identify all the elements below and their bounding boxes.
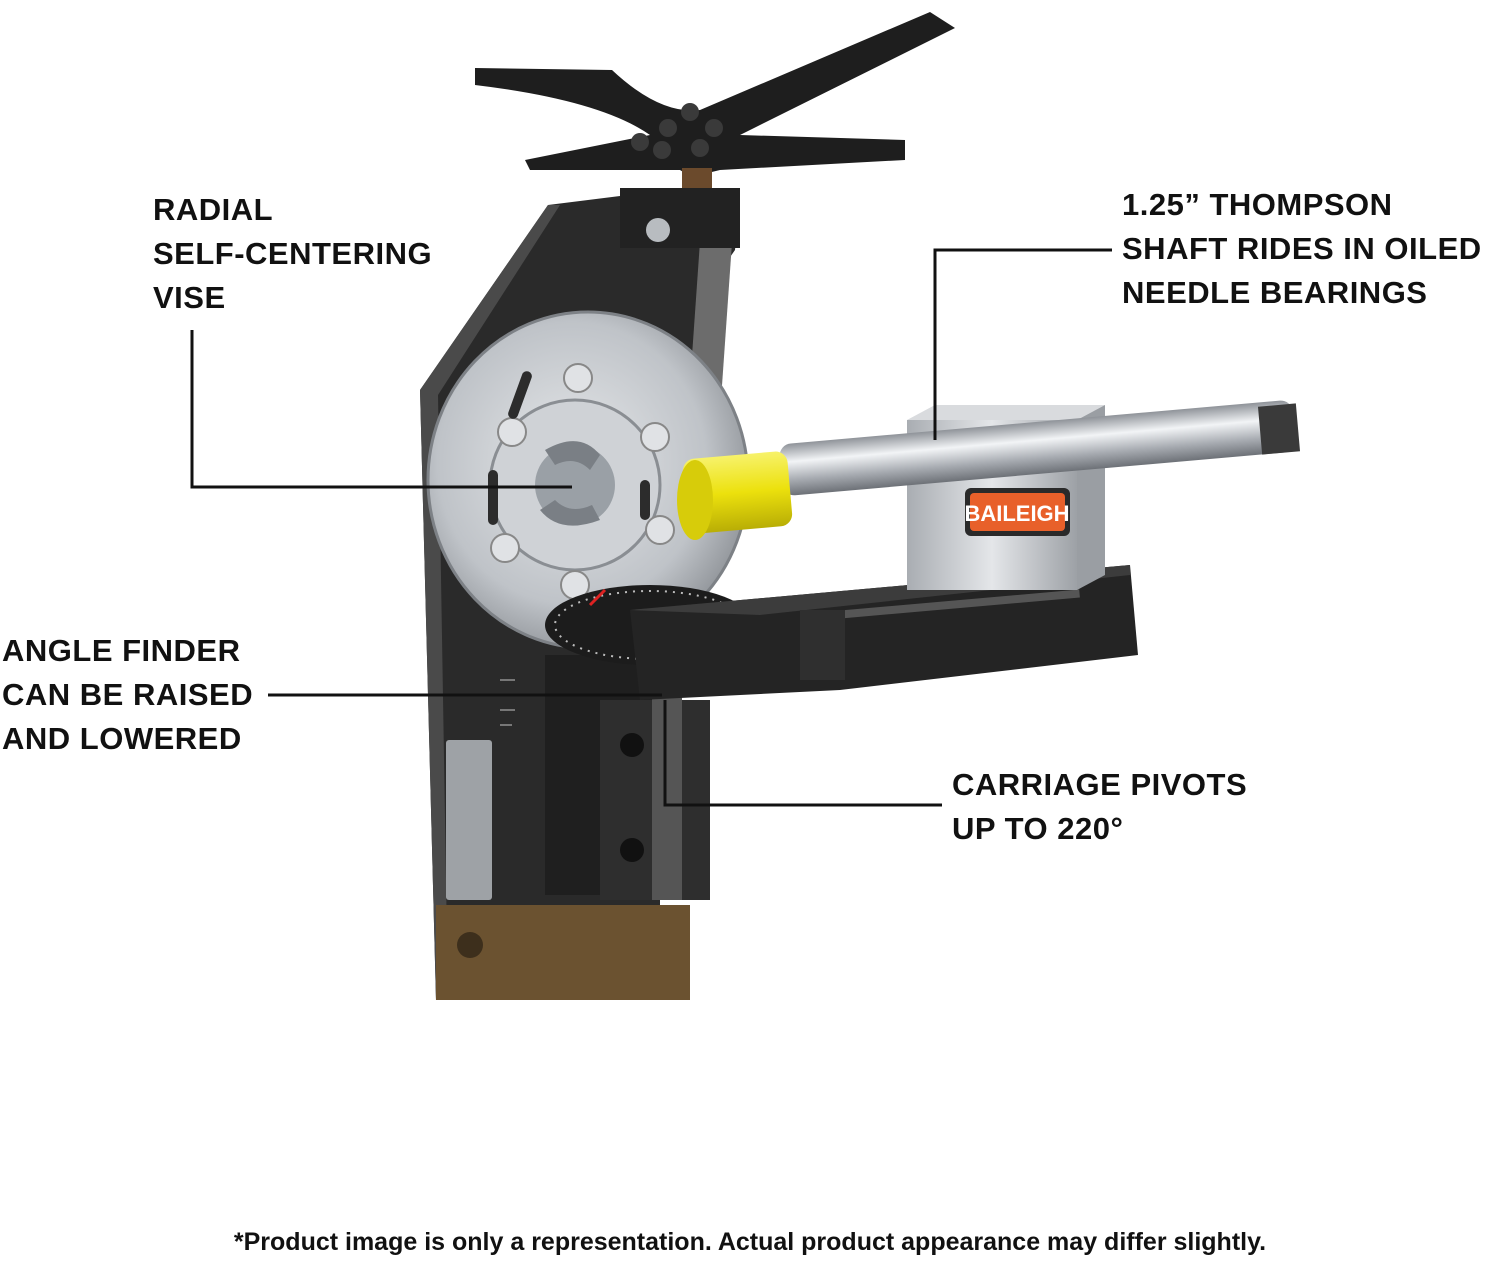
callout-line: NEEDLE BEARINGS: [1122, 275, 1428, 310]
leader-vise: [190, 330, 572, 489]
callout-line: RADIAL: [153, 192, 274, 227]
callout-radial-vise: RADIAL SELF-CENTERING VISE: [153, 188, 432, 320]
self-centering-vise: [426, 310, 750, 650]
callout-line: ANGLE FINDER: [2, 633, 241, 668]
callout-line: AND LOWERED: [2, 721, 242, 756]
callout-line: 1.25” THOMPSON: [1122, 187, 1393, 222]
handle-wheel: [475, 12, 955, 190]
callout-angle-finder: ANGLE FINDER CAN BE RAISED AND LOWERED: [2, 629, 253, 761]
leader-pivot: [663, 700, 942, 807]
yellow-tube-guide: [677, 451, 793, 540]
disclaimer-text: *Product image is only a representation.…: [233, 1228, 1267, 1256]
callout-carriage-pivot: CARRIAGE PIVOTS UP TO 220°: [952, 763, 1247, 851]
callout-line: UP TO 220°: [952, 811, 1124, 846]
callout-line: CAN BE RAISED: [2, 677, 254, 712]
leader-shaft: [933, 248, 1112, 440]
callout-thompson-shaft: 1.25” THOMPSON SHAFT RIDES IN OILED NEED…: [1122, 183, 1482, 315]
callout-line: SELF-CENTERING: [153, 236, 433, 271]
brand-logo: BAILEIGH: [964, 501, 1069, 526]
callout-line: VISE: [153, 280, 226, 315]
callout-line: SHAFT RIDES IN OILED: [1122, 231, 1482, 266]
thompson-shaft: [779, 400, 1301, 496]
callout-line: CARRIAGE PIVOTS: [952, 767, 1248, 802]
